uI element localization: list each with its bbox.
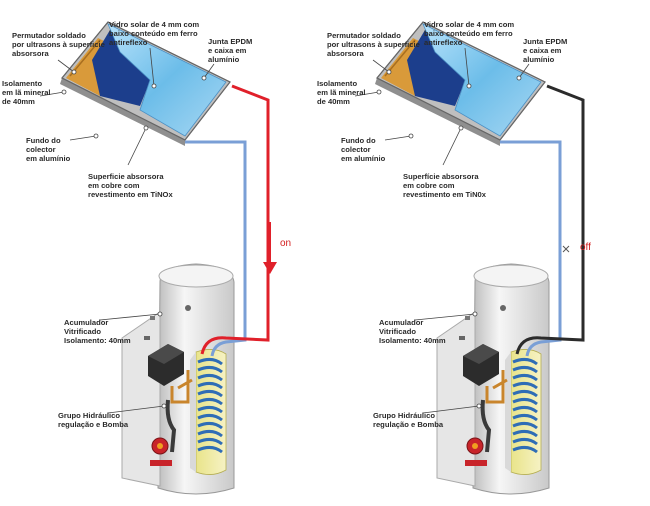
tank-label-left: Acumulador Vitrificado Isolamento: 40mm: [64, 318, 131, 345]
joint-label-right: Junta EPDM e caixa em alumínio: [523, 37, 567, 64]
insulation-label-line: Isolamento: [317, 79, 358, 88]
group-label-line: Grupo Hidráulico: [373, 411, 436, 420]
tank-label-line: Acumulador: [379, 318, 424, 327]
joint-label-line: alumínio: [208, 55, 240, 64]
down-arrow-icon: [263, 222, 277, 274]
exchanger-label-line: absorsora: [12, 49, 49, 58]
insulation-label-line: Isolamento: [2, 79, 43, 88]
tank-label-line: Isolamento: 40mm: [379, 336, 446, 345]
group-label-left: Grupo Hidráulico regulação e Bomba: [58, 411, 128, 429]
hot-pipe-right: [515, 84, 585, 355]
state-label-off: off: [580, 242, 591, 253]
joint-label-line: e caixa em: [523, 46, 562, 55]
cold-pipe-left: [185, 140, 247, 357]
tank-label-right: Acumulador Vitrificado Isolamento: 40mm: [379, 318, 446, 345]
glass-label-left: Vidro solar de 4 mm com baixo conteúdo e…: [109, 20, 199, 47]
joint-label-left: Junta EPDM e caixa em alumínio: [208, 37, 252, 64]
glass-label-line: Vidro solar de 4 mm com: [424, 20, 515, 29]
insulation-label-line: de 40mm: [317, 97, 350, 106]
surface-label-line: revestimento em TiNOx: [88, 190, 173, 199]
exchanger-label-line: Permutador soldado: [327, 31, 401, 40]
exchanger-label-line: Permutador soldado: [12, 31, 86, 40]
bottom-label-line: Fundo do: [341, 136, 376, 145]
insulation-label-right: Isolamento em lã mineral de 40mm: [317, 79, 366, 106]
surface-label-line: revestimento em TiN0x: [403, 190, 487, 199]
off-cross-icon: [562, 245, 570, 253]
tank-label-line: Vitrificado: [379, 327, 416, 336]
insulation-label-line: em lã mineral: [2, 88, 51, 97]
bottom-label-line: colector: [341, 145, 371, 154]
storage-tank-right: [435, 262, 551, 496]
tank-label-line: Vitrificado: [64, 327, 101, 336]
bottom-label-line: colector: [26, 145, 56, 154]
bottom-label-right: Fundo do colector em alumínio: [341, 136, 385, 163]
leader-lines-right: [354, 47, 530, 414]
glass-label-line: antireflexo: [109, 38, 148, 47]
group-label-right: Grupo Hidráulico regulação e Bomba: [373, 411, 443, 429]
surface-label-line: em cobre com: [403, 181, 455, 190]
group-label-line: regulação e Bomba: [58, 420, 129, 429]
group-label-line: regulação e Bomba: [373, 420, 444, 429]
insulation-label-line: de 40mm: [2, 97, 35, 106]
glass-label-right: Vidro solar de 4 mm com baixo conteúdo e…: [424, 20, 514, 47]
leader-lines-left: [39, 47, 215, 414]
joint-label-line: e caixa em: [208, 46, 247, 55]
surface-label-line: Superfície absorsora: [403, 172, 479, 181]
exchanger-label-line: por ultrasons à superficie: [327, 40, 420, 49]
hot-pipe-left: [200, 84, 270, 355]
glass-label-line: Vidro solar de 4 mm com: [109, 20, 200, 29]
insulation-label-line: em lã mineral: [317, 88, 366, 97]
joint-label-line: Junta EPDM: [208, 37, 253, 46]
glass-label-line: baixo conteúdo em ferro: [424, 29, 513, 38]
state-label-on: on: [280, 238, 292, 249]
joint-label-line: alumínio: [523, 55, 555, 64]
bottom-label-left: Fundo do colector em alumínio: [26, 136, 70, 163]
exchanger-label-right: Permutador soldado por ultrasons à super…: [327, 31, 420, 58]
surface-label-line: em cobre com: [88, 181, 140, 190]
tank-label-line: Acumulador: [64, 318, 109, 327]
left-panel: [59, 21, 277, 496]
exchanger-label-left: Permutador soldado por ultrasons à super…: [12, 31, 105, 58]
group-label-line: Grupo Hidráulico: [58, 411, 121, 420]
surface-label-right: Superfície absorsora em cobre com revest…: [403, 172, 486, 199]
exchanger-label-line: por ultrasons à superficie: [12, 40, 105, 49]
glass-label-line: antireflexo: [424, 38, 463, 47]
glass-label-line: baixo conteúdo em ferro: [109, 29, 198, 38]
surface-label-left: Superficie absorsora em cobre com revest…: [88, 172, 173, 199]
bottom-label-line: em alumínio: [26, 154, 71, 163]
cold-pipe-right: [500, 140, 562, 357]
bottom-label-line: Fundo do: [26, 136, 61, 145]
bottom-label-line: em alumínio: [341, 154, 386, 163]
storage-tank-left: [120, 262, 236, 496]
insulation-label-left: Isolamento em lã mineral de 40mm: [2, 79, 51, 106]
right-panel: [374, 21, 585, 496]
tank-label-line: Isolamento: 40mm: [64, 336, 131, 345]
joint-label-line: Junta EPDM: [523, 37, 568, 46]
exchanger-label-line: absorsora: [327, 49, 364, 58]
surface-label-line: Superficie absorsora: [88, 172, 164, 181]
